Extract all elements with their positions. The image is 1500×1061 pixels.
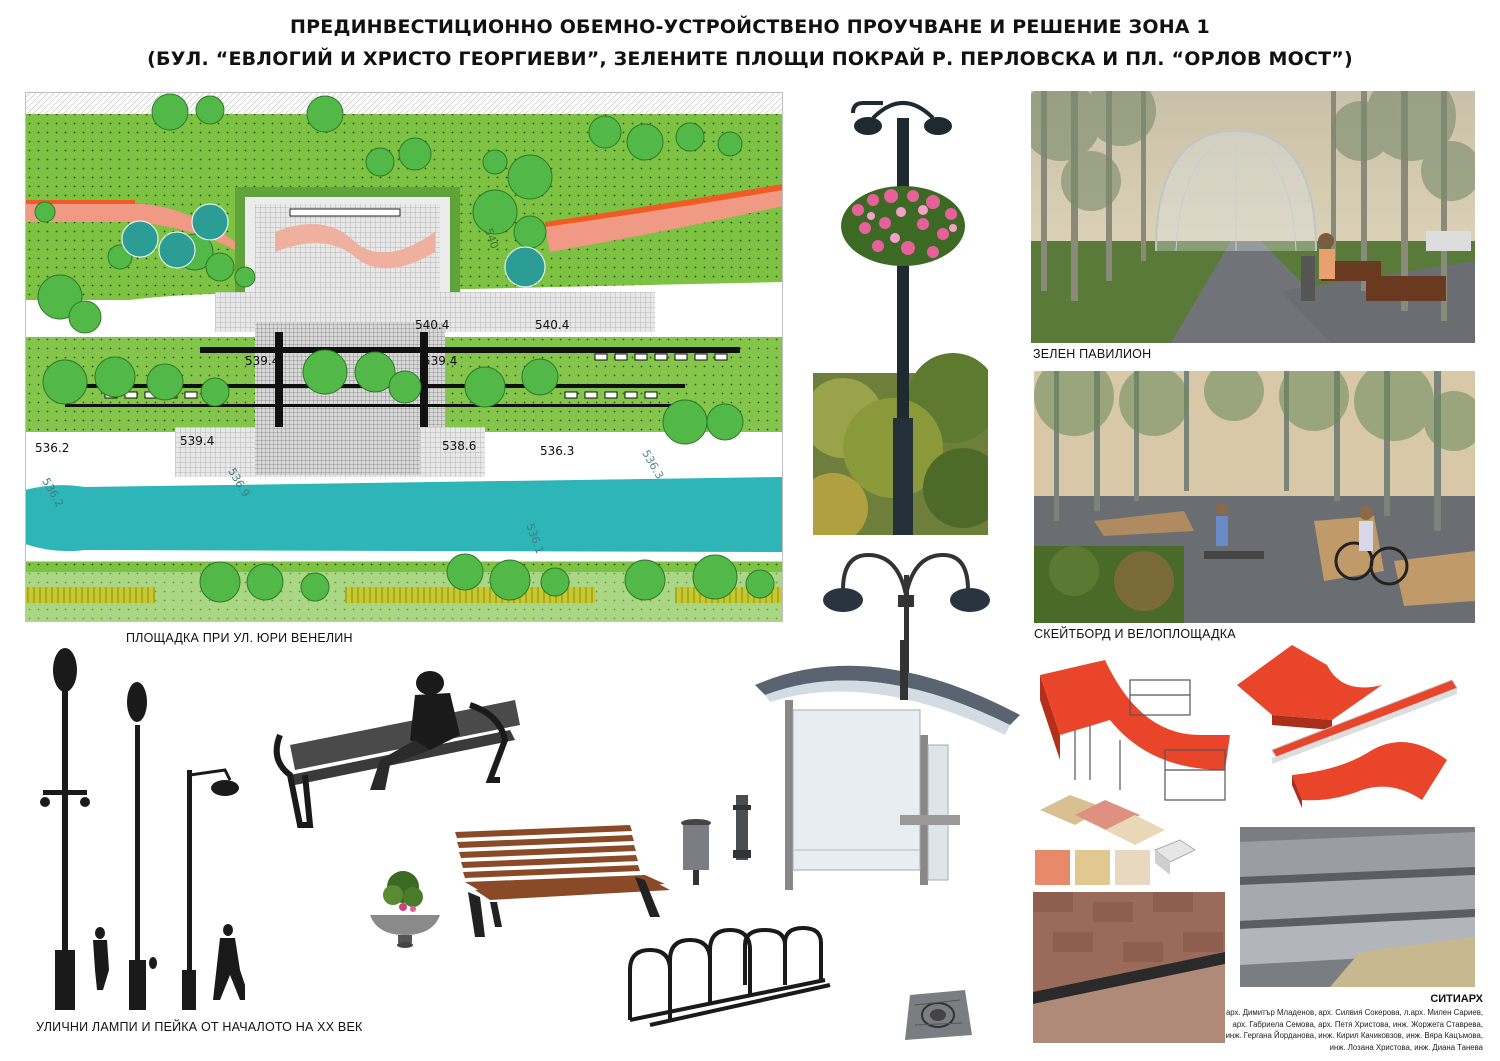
elevation-label: 536.2 [35,441,70,455]
credits-line: арх. Габриела Семова, арх. Петя Христова… [1232,1019,1484,1029]
bus-shelter-illustration [750,640,1025,890]
green-pavilion-photo [1031,91,1475,343]
skate-ramp-1 [1030,640,1235,810]
skate-park-photo [1034,371,1475,623]
lamps-caption: УЛИЧНИ ЛАМПИ И ПЕЙКА ОТ НАЧАЛОТО НА XX В… [36,1020,363,1034]
skate-caption: СКЕЙТБОРД И ВЕЛОПЛОЩАДКА [1034,627,1236,641]
credits-block: арх. Димитър Младенов, арх. Силвия Сокер… [1195,1007,1483,1053]
double-lamp-illustration [818,545,998,685]
title-line-1: ПРЕДИНВЕСТИЦИОННО ОБЕМНО-УСТРОЙСТВЕНО ПР… [290,16,1210,38]
credits-line: арх. Димитър Младенов, арх. Силвия Сокер… [1225,1008,1483,1017]
elevation-label: 539.4 [423,354,458,368]
skate-ramp-2 [1232,640,1477,815]
old-bench-illustration [270,665,525,830]
site-plan: 540.4 540.4 539.4 539.4 536.2 539.4 538.… [25,92,783,622]
bike-rack-illustration [625,925,835,1030]
elevation-label: 538.6 [442,439,477,453]
elevation-label: 540.4 [535,318,570,332]
paving-tiles [1030,790,1195,890]
stairs-photo [1240,827,1475,987]
elevation-label: 540.4 [415,318,450,332]
credits-line: инж. Гергана Йорданова, инж. Кирил Качик… [1225,1031,1483,1041]
elevation-label: 539.4 [180,434,215,448]
credits-line: инж. Лозана Христова, инж. Диана Танева [1329,1042,1483,1052]
pavilion-caption: ЗЕЛЕН ПАВИЛИОН [1033,347,1152,361]
elevation-label: 539.4 [245,354,280,368]
bin-bollard-illustration [678,790,753,890]
street-lamps-illustration [35,640,245,1020]
planter-illustration [368,865,443,950]
wooden-bench-illustration [450,822,675,942]
lamp-flowers-photo [813,88,988,535]
firm-name: СИТИАРХ [1430,993,1483,1005]
plan-caption: ПЛОЩАДКА ПРИ УЛ. ЮРИ ВЕНЕЛИН [126,631,353,645]
pavement-photo [1033,892,1225,1043]
tree-grate-illustration [900,985,975,1045]
elevation-label: 536.3 [540,444,575,458]
title-line-2: (БУЛ. “ЕВЛОГИЙ И ХРИСТО ГЕОРГИЕВИ”, ЗЕЛЕ… [147,48,1353,70]
